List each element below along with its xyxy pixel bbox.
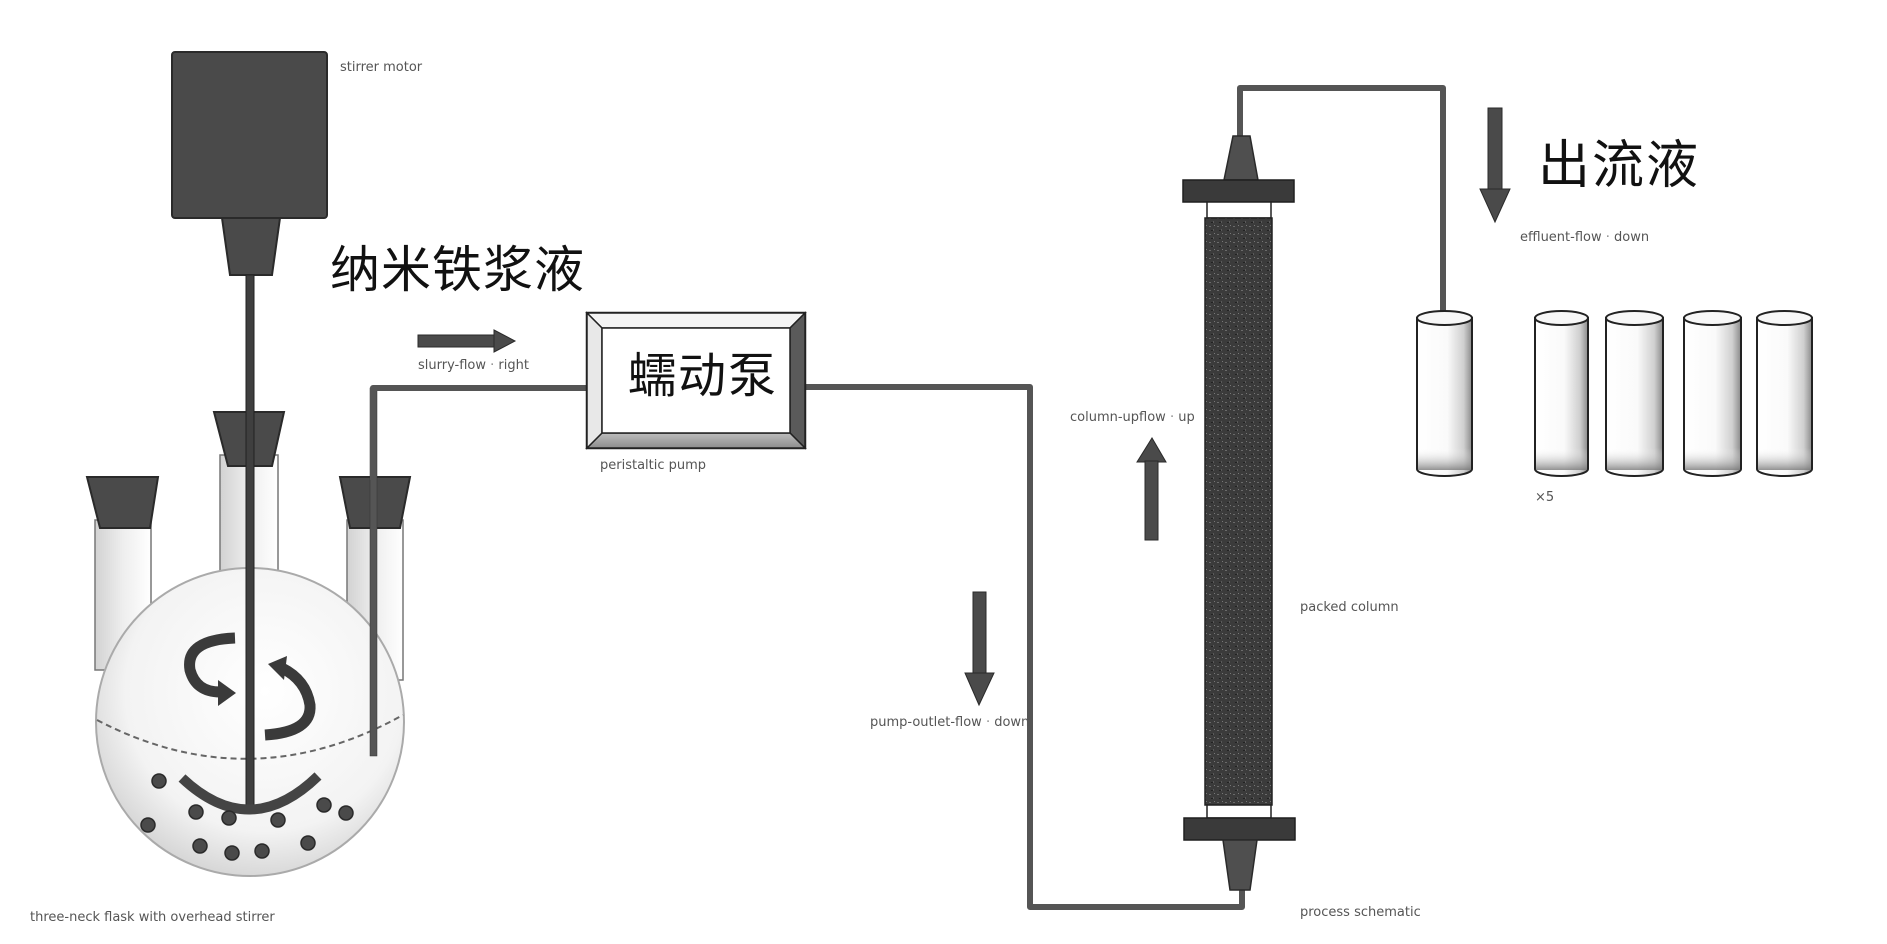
column-caption: packed column [1300, 600, 1399, 615]
slurry-label: 纳米铁浆液 [330, 241, 585, 299]
collection-tube [1416, 310, 1473, 477]
tubing-flask-to-pump [370, 385, 587, 480]
pump-outlet-flow-arrow-icon [964, 591, 995, 707]
arrow-name: column-upflow [1070, 410, 1166, 425]
column-top-flange [1182, 179, 1295, 203]
tubing-column-to-collector [1237, 85, 1446, 318]
pump-outlet-flow-caption: pump-outlet-flow · down [870, 715, 1030, 730]
column-bottom-fitting [1222, 839, 1258, 891]
arrow-direction: right [498, 358, 529, 373]
peristaltic-pump [585, 311, 807, 450]
figure-type-caption: process schematic [1300, 905, 1421, 920]
tube-count-label: × [1535, 490, 1546, 505]
stirrer-motor-caption: stirrer motor [340, 60, 423, 75]
tubing-pump-to-column [805, 384, 1245, 910]
liquid-surface [96, 714, 404, 760]
column-upflow-caption: column-upflow · up [1070, 410, 1195, 425]
collection-tubes [1416, 310, 1813, 477]
stirrer-motor [171, 51, 328, 276]
arrow-direction: up [1178, 410, 1195, 425]
reactor-flask [85, 274, 412, 877]
effluent-flow-arrow-icon [1479, 107, 1511, 224]
tubing [370, 85, 1446, 910]
motor-body [171, 51, 328, 219]
pump-label: 蠕动泵 [628, 348, 779, 404]
arrow-name: slurry-flow [418, 358, 487, 373]
column-upflow-arrow-icon [1136, 437, 1167, 541]
arrow-direction: down [1614, 230, 1650, 245]
left-stopper [85, 476, 160, 529]
rotation-arrows-icon [184, 632, 316, 741]
pump-caption: peristaltic pump [600, 458, 707, 473]
arrow-name: effluent-flow [1520, 230, 1602, 245]
stirrer-impeller [178, 772, 322, 815]
column-packing [1204, 217, 1273, 806]
reactor-caption: three-neck flask with overhead stirrer [30, 910, 275, 925]
collection-tube [1534, 310, 1589, 477]
arrow-name: pump-outlet-flow [870, 715, 982, 730]
column-bottom-flange [1183, 817, 1296, 841]
collection-tube [1683, 310, 1742, 477]
slurry-flow-caption: slurry-flow · right [418, 358, 529, 373]
tube-count-value: 5 [1545, 490, 1555, 505]
effluent-label: 出流液 [1538, 136, 1701, 196]
slurry-flow-arrow-icon [417, 329, 517, 353]
effluent-flow-caption: effluent-flow · down [1520, 230, 1650, 245]
arrow-direction: down [994, 715, 1030, 730]
tube-count-caption: ×5 [1535, 490, 1554, 506]
nanoparticles [140, 773, 354, 861]
column-top-fitting [1223, 135, 1259, 181]
collection-tube [1756, 310, 1813, 477]
motor-coupling [220, 217, 282, 276]
collection-tube [1605, 310, 1664, 477]
stirrer-shaft [245, 274, 255, 811]
packed-column [1182, 135, 1296, 891]
